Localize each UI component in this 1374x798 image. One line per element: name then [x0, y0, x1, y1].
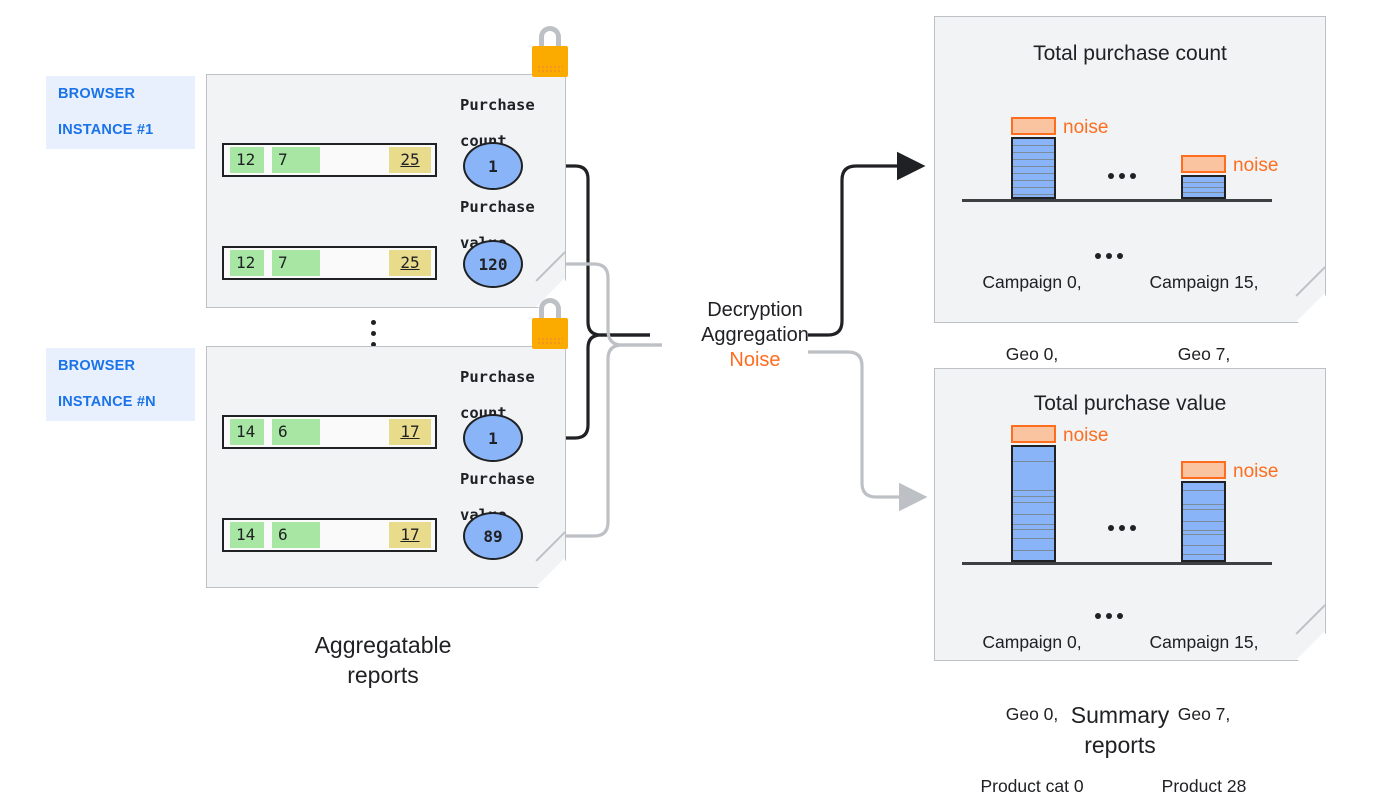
report-cell-gap	[320, 522, 389, 548]
caption-line2: reports	[347, 662, 419, 688]
card-fold-corner	[1296, 631, 1325, 660]
report-cell-geo: 6	[272, 522, 320, 548]
caption-summary-reports: Summary reports	[990, 700, 1250, 760]
report-cell-geo: 7	[272, 250, 320, 276]
xlabel-line2: Geo 0,	[1005, 704, 1059, 724]
browser-instance-1-tag-line1: BROWSER	[58, 86, 136, 102]
metric-bubble-purchase-count: 1	[463, 142, 523, 190]
chart-axis-value	[962, 562, 1272, 565]
report-cell-value-text: 17	[400, 525, 420, 544]
report-row: 14 6 17	[222, 518, 437, 552]
bar-campaign-0	[1011, 445, 1056, 562]
summary-title-value: Total purchase value	[1033, 392, 1227, 415]
noise-label: noise	[1063, 117, 1109, 138]
report-cell-campaign: 12	[230, 147, 264, 173]
noise-label: noise	[1063, 425, 1109, 446]
report-cell-value: 25	[389, 250, 431, 276]
xlabel-ellipsis-value	[1095, 613, 1123, 619]
caption-line1: Summary	[1070, 702, 1170, 728]
report-cell-value: 17	[389, 419, 431, 445]
metric-bubble-purchase-count: 1	[463, 414, 523, 462]
summary-report-card-value	[934, 368, 1326, 661]
report-cell-value-text: 25	[400, 150, 420, 169]
bar-campaign-15	[1181, 175, 1226, 199]
summary-title-count: Total purchase count	[1033, 42, 1227, 65]
card-fold-edge	[535, 251, 565, 281]
report-cell-geo: 6	[272, 419, 320, 445]
browser-instance-1-tag: BROWSER INSTANCE #1	[46, 76, 195, 149]
browser-instance-n-tag-line1: BROWSER	[58, 358, 136, 374]
chart-ellipsis-count	[1108, 173, 1136, 179]
process-line-aggregation: Aggregation	[701, 324, 809, 346]
padlock-body	[532, 318, 568, 349]
metric-bubble-purchase-value: 89	[463, 512, 523, 560]
caption-aggregatable-reports: Aggregatable reports	[238, 630, 528, 690]
metric-label-line1: Purchase	[460, 96, 535, 114]
xlabel-line2: Geo 0,	[1005, 344, 1059, 364]
process-line-decryption: Decryption	[707, 299, 803, 321]
xlabel-line1: Campaign 15,	[1149, 272, 1259, 292]
summary-report-card-count	[934, 16, 1326, 323]
report-cell-value: 17	[389, 522, 431, 548]
metric-label-line1: Purchase	[460, 198, 535, 216]
card-fold-corner	[536, 558, 565, 587]
bar-campaign-15	[1181, 481, 1226, 562]
padlock-icon	[530, 26, 570, 78]
card-fold-edge	[1295, 266, 1325, 296]
browser-instance-1-tag-line2: INSTANCE #1	[58, 122, 154, 138]
process-label: Decryption Aggregation Noise	[650, 298, 860, 373]
noise-cap	[1011, 425, 1056, 443]
xlabel-line3: Product 28	[1161, 776, 1247, 796]
padlock-shackle	[539, 26, 561, 52]
metric-label-line1: Purchase	[460, 470, 535, 488]
report-row: 12 7 25	[222, 246, 437, 280]
padlock-shackle	[539, 298, 561, 324]
metric-label-line1: Purchase	[460, 368, 535, 386]
xlabel-line2: Geo 7,	[1177, 344, 1231, 364]
noise-cap	[1011, 117, 1056, 135]
report-row: 14 6 17	[222, 415, 437, 449]
report-cell-geo: 7	[272, 147, 320, 173]
card-fold-corner	[1296, 293, 1325, 322]
metric-bubble-purchase-value: 120	[463, 240, 523, 288]
padlock-body	[532, 46, 568, 77]
report-cell-gap	[320, 419, 389, 445]
wire-to-value-report	[808, 350, 928, 512]
noise-cap	[1181, 155, 1226, 173]
xlabel-ellipsis-count	[1095, 253, 1123, 259]
report-cell-campaign: 14	[230, 522, 264, 548]
xlabel-campaign-0: Campaign 0, Geo 0, Product cat 0	[962, 582, 1102, 798]
padlock-icon	[530, 298, 570, 350]
xlabel-line1: Campaign 15,	[1149, 632, 1259, 652]
caption-line1: Aggregatable	[314, 632, 452, 658]
report-cell-gap	[320, 147, 389, 173]
report-cell-campaign: 14	[230, 419, 264, 445]
report-cell-value: 25	[389, 147, 431, 173]
browser-instance-n-tag-line2: INSTANCE #N	[58, 394, 156, 410]
chart-ellipsis-value	[1108, 525, 1136, 531]
instances-ellipsis	[371, 320, 376, 347]
report-cell-value-text: 25	[400, 253, 420, 272]
bar-campaign-0	[1011, 137, 1056, 199]
chart-axis-count	[962, 199, 1272, 202]
report-cell-gap	[320, 250, 389, 276]
card-fold-edge	[1295, 604, 1325, 634]
browser-instance-n-tag: BROWSER INSTANCE #N	[46, 348, 195, 421]
report-row: 12 7 25	[222, 143, 437, 177]
xlabel-line1: Campaign 0,	[982, 632, 1082, 652]
xlabel-campaign-15: Campaign 15, Geo 7, Product 28	[1134, 582, 1274, 798]
xlabel-line1: Campaign 0,	[982, 272, 1082, 292]
noise-label: noise	[1233, 461, 1279, 482]
card-fold-edge	[535, 531, 565, 561]
xlabel-line3: Product cat 0	[980, 776, 1084, 796]
process-line-noise: Noise	[729, 349, 781, 371]
report-cell-value-text: 17	[400, 422, 420, 441]
report-cell-campaign: 12	[230, 250, 264, 276]
noise-label: noise	[1233, 155, 1279, 176]
xlabel-line2: Geo 7,	[1177, 704, 1231, 724]
noise-cap	[1181, 461, 1226, 479]
caption-line2: reports	[1084, 732, 1156, 758]
